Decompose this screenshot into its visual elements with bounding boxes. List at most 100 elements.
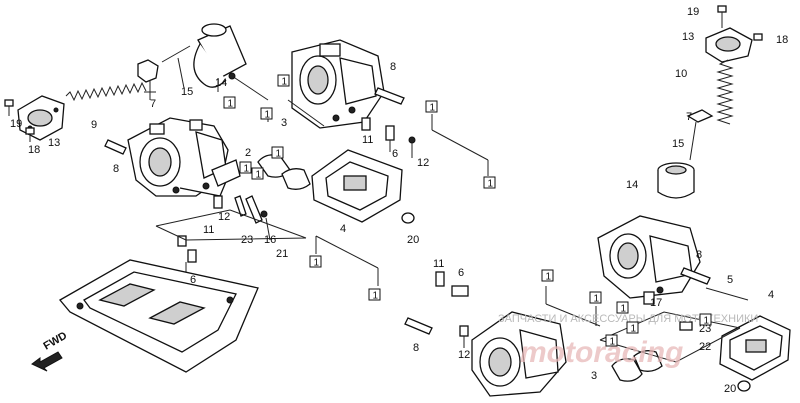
needle-holder-right bbox=[686, 109, 714, 161]
ref-box-label: 1 bbox=[244, 164, 250, 175]
callout-c8b: 8 bbox=[390, 61, 396, 73]
callout-c2a: 2 bbox=[245, 147, 251, 159]
callout-c11a: 11 bbox=[362, 134, 373, 146]
ref-box-label: 1 bbox=[373, 291, 379, 302]
callout-c15a: 15 bbox=[181, 86, 193, 98]
callout-c18b: 18 bbox=[776, 34, 788, 46]
shaft-right-1 bbox=[545, 303, 601, 327]
ref-box-label: 1 bbox=[488, 179, 494, 190]
shaft-long-2 bbox=[431, 129, 489, 161]
callout-c20b: 20 bbox=[724, 383, 736, 395]
ref-box-b16: 1 bbox=[699, 313, 712, 327]
ref-box-label: 1 bbox=[282, 77, 288, 88]
adjust-screw-8-left bbox=[104, 139, 127, 155]
callout-c11c: 11 bbox=[433, 258, 444, 270]
float-chamber-right bbox=[719, 315, 791, 381]
ref-box-label: 1 bbox=[610, 337, 616, 348]
small-parts-left-lower bbox=[177, 195, 271, 272]
callout-c12b: 12 bbox=[218, 211, 230, 223]
callout-c20a: 20 bbox=[407, 234, 419, 246]
carburetor-body-center bbox=[291, 39, 385, 129]
washer-20-center bbox=[401, 212, 415, 224]
callout-c12a: 12 bbox=[417, 157, 429, 169]
adjust-screw-8-center bbox=[374, 87, 405, 105]
leader-lines-left bbox=[155, 209, 307, 241]
ref-box-b4: 1 bbox=[271, 146, 284, 160]
ref-box-b14: 1 bbox=[626, 321, 639, 335]
ref-box-b6: 1 bbox=[251, 167, 264, 181]
watermark-logo: motoracing bbox=[520, 336, 683, 369]
spring-right bbox=[716, 59, 734, 125]
callout-c15b: 15 bbox=[672, 138, 684, 150]
callout-c19a: 19 bbox=[10, 118, 22, 130]
ref-box-label: 1 bbox=[621, 304, 627, 315]
diaphragm-piston-left bbox=[193, 23, 247, 92]
callout-c18a: 18 bbox=[28, 144, 40, 156]
callout-c11b: 11 bbox=[203, 224, 214, 236]
callout-c6a: 6 bbox=[392, 148, 398, 160]
callout-c4b: 4 bbox=[768, 289, 774, 301]
callout-c13a: 13 bbox=[48, 137, 60, 149]
callout-c14a: 14 bbox=[215, 77, 227, 89]
ref-box-b5: 1 bbox=[239, 161, 252, 175]
ref-box-label: 1 bbox=[704, 316, 710, 327]
screw-18-left bbox=[25, 127, 35, 142]
ref-box-label: 1 bbox=[314, 258, 320, 269]
callout-c8a: 8 bbox=[113, 163, 119, 175]
callout-c22: 22 bbox=[699, 341, 711, 353]
ref-box-b7: 1 bbox=[425, 100, 438, 114]
ref-box-label: 1 bbox=[265, 110, 271, 121]
ref-box-b10: 1 bbox=[368, 288, 381, 302]
callout-c9: 9 bbox=[91, 119, 97, 131]
ref-box-label: 1 bbox=[631, 324, 637, 335]
ref-box-label: 1 bbox=[276, 149, 282, 160]
chamber-cap-left bbox=[17, 95, 65, 141]
diaphragm-piston-right bbox=[657, 162, 695, 199]
ref-box-label: 1 bbox=[594, 294, 600, 305]
callout-c8d: 8 bbox=[413, 342, 419, 354]
ref-box-label: 1 bbox=[228, 99, 234, 110]
screw-19-left bbox=[4, 99, 14, 116]
leader-lines-right bbox=[599, 311, 741, 363]
ref-box-b1: 1 bbox=[223, 96, 236, 110]
ref-box-label: 1 bbox=[256, 170, 262, 181]
fwd-arrow: FWD bbox=[31, 330, 70, 372]
ref-box-label: 1 bbox=[546, 272, 552, 283]
small-parts-right-lower bbox=[404, 271, 751, 392]
ref-box-b11: 1 bbox=[541, 269, 554, 283]
carburetor-body-left bbox=[127, 117, 241, 197]
shaft-long-3 bbox=[315, 235, 379, 269]
callout-c6c: 6 bbox=[458, 267, 464, 279]
needle-holder-left bbox=[137, 59, 159, 100]
callout-c6b: 6 bbox=[190, 274, 196, 286]
small-parts-center bbox=[361, 117, 416, 158]
ref-box-b2: 1 bbox=[277, 74, 290, 88]
ref-box-b12: 1 bbox=[589, 291, 602, 305]
ref-box-b8: 1 bbox=[483, 176, 496, 190]
callout-c23b: 23 bbox=[699, 323, 711, 335]
ref-box-b13: 1 bbox=[616, 301, 629, 315]
callout-c16: 16 bbox=[264, 234, 276, 246]
callout-c13b: 13 bbox=[682, 31, 694, 43]
callout-c4a: 4 bbox=[340, 223, 346, 235]
joint-pipe-2-left bbox=[257, 154, 311, 190]
callout-c23a: 23 bbox=[241, 234, 253, 246]
fwd-label: FWD bbox=[42, 330, 70, 353]
callout-c7b: 7 bbox=[686, 111, 692, 123]
mounting-frame-bottom bbox=[59, 259, 259, 373]
ref-box-label: 1 bbox=[430, 103, 436, 114]
callout-c3b: 3 bbox=[591, 370, 597, 382]
ref-box-b9: 1 bbox=[309, 255, 322, 269]
callout-c5: 5 bbox=[727, 274, 733, 286]
carburetor-body-bottom bbox=[471, 311, 567, 397]
chamber-cap-right bbox=[705, 5, 763, 63]
shaft-long-1 bbox=[287, 99, 325, 127]
float-chamber-center bbox=[311, 149, 403, 223]
callout-c3a: 3 bbox=[281, 117, 287, 129]
callout-c10: 10 bbox=[675, 68, 687, 80]
ref-box-b3: 1 bbox=[260, 107, 273, 121]
callout-c17: 17 bbox=[650, 297, 662, 309]
